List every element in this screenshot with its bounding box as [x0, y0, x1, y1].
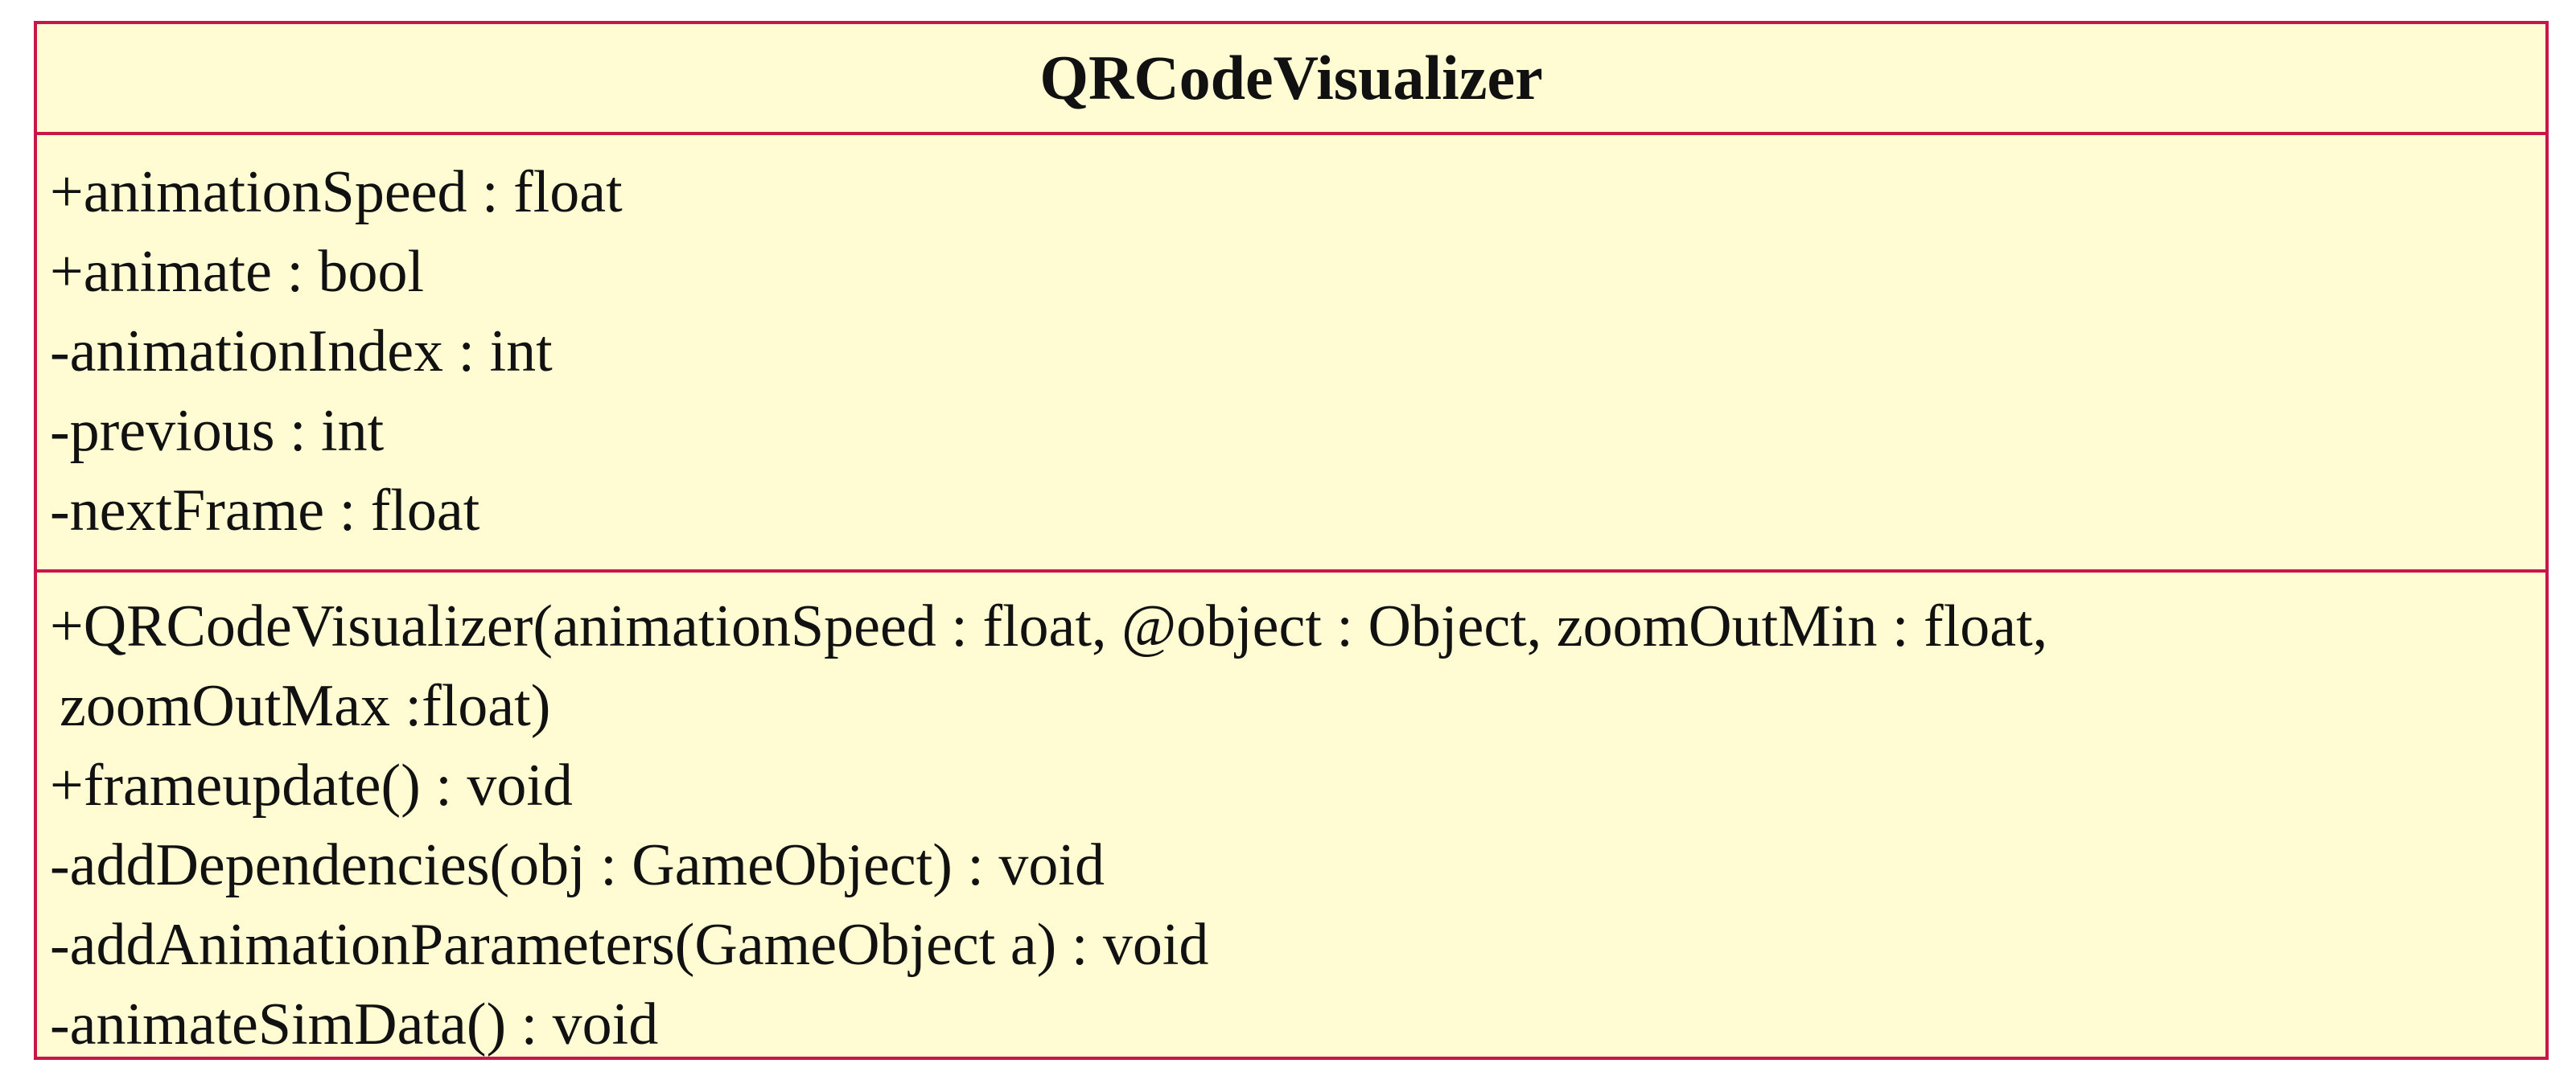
operations-compartment: +QRCodeVisualizer(animationSpeed : float…: [37, 573, 2545, 1060]
operation-add-animation-parameters: -addAnimationParameters(GameObject a) : …: [50, 912, 1209, 978]
operation-animate-sim-data: -animateSimData() : void: [50, 992, 659, 1057]
class-header: QRCodeVisualizer: [37, 24, 2545, 135]
operation-constructor-continuation: zoomOutMax :float): [60, 673, 551, 739]
operation-frameupdate: +frameupdate() : void: [50, 753, 573, 819]
uml-class-box: QRCodeVisualizer +animationSpeed : float…: [34, 21, 2549, 1060]
attribute-animation-index: -animationIndex : int: [50, 318, 553, 384]
operation-constructor: +QRCodeVisualizer(animationSpeed : float…: [50, 593, 2048, 659]
attribute-animation-speed: +animationSpeed : float: [50, 159, 623, 225]
operation-add-dependencies: -addDependencies(obj : GameObject) : voi…: [50, 832, 1105, 898]
class-name: QRCodeVisualizer: [1039, 43, 1543, 113]
attribute-next-frame: -nextFrame : float: [50, 478, 480, 544]
attributes-compartment: +animationSpeed : float +animate : bool …: [37, 135, 2545, 573]
attribute-previous: -previous : int: [50, 398, 385, 464]
attribute-animate: +animate : bool: [50, 239, 425, 305]
